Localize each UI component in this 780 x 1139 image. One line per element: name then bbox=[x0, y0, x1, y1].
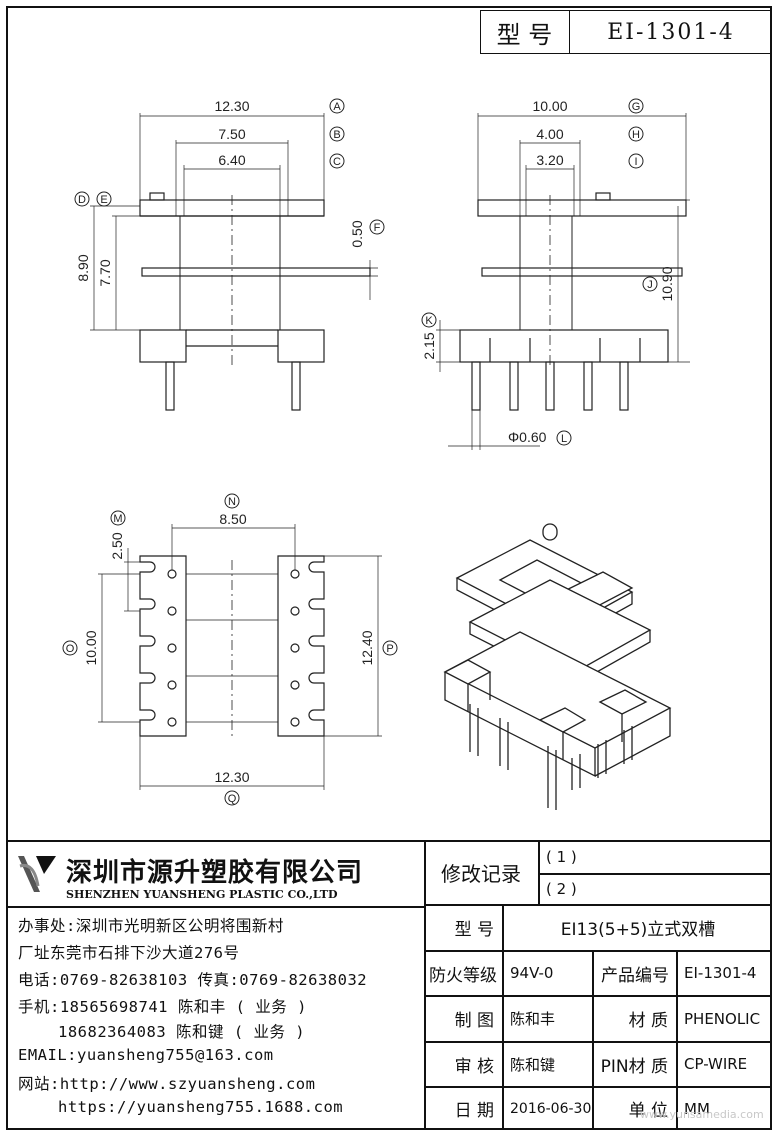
pin-material-value: CP-WIRE bbox=[684, 1055, 748, 1073]
date-value: 2016-06-30 bbox=[510, 1100, 592, 1117]
dim-n: 8.50 bbox=[219, 511, 246, 527]
tag-n: N bbox=[228, 496, 236, 508]
unit-value: MM bbox=[684, 1099, 710, 1118]
date-label: 日 期 bbox=[454, 1101, 494, 1121]
tb-line bbox=[502, 904, 504, 1130]
tb-line bbox=[538, 840, 540, 904]
dim-a: 12.30 bbox=[214, 98, 249, 114]
tb-line bbox=[538, 873, 772, 875]
technical-drawing: 12.30 7.50 6.40 8.90 7.70 0.50 10.00 4.0… bbox=[62, 98, 690, 810]
tag-c: C bbox=[333, 156, 341, 168]
watermark: www.yunsamedia.com bbox=[640, 1108, 764, 1121]
tb-line bbox=[424, 995, 772, 997]
tag-l: L bbox=[561, 433, 567, 445]
dim-i: 3.20 bbox=[536, 152, 563, 168]
header-model-value: EI-1301-4 bbox=[607, 19, 735, 45]
email[interactable]: EMAIL:yuansheng755@163.com bbox=[18, 1046, 274, 1064]
header-model-box bbox=[480, 10, 772, 54]
tag-p: P bbox=[386, 643, 393, 655]
company-divider bbox=[6, 906, 424, 908]
dim-g: 10.00 bbox=[532, 98, 567, 114]
tag-a: A bbox=[333, 101, 341, 113]
drawing-sheet bbox=[6, 6, 772, 1130]
dim-f: 0.50 bbox=[349, 220, 365, 247]
tag-f: F bbox=[374, 222, 381, 234]
bottom-view bbox=[98, 524, 382, 790]
dim-m: 2.50 bbox=[109, 532, 125, 559]
dim-h: 4.00 bbox=[536, 126, 563, 142]
tag-o: O bbox=[66, 643, 75, 655]
drawn-label: 制 图 bbox=[454, 1011, 494, 1031]
review-label: 审 核 bbox=[454, 1056, 494, 1077]
tb-line bbox=[424, 950, 772, 952]
phone-fax: 电话:0769-82638103 传真:0769-82638032 bbox=[18, 971, 368, 989]
title-block-divider bbox=[6, 840, 772, 842]
dim-b: 7.50 bbox=[218, 126, 245, 142]
revision-2: ( 2 ) bbox=[546, 880, 577, 898]
tb-line bbox=[592, 950, 594, 1130]
factory-address: 厂址东莞市石排下沙大道276号 bbox=[18, 944, 240, 962]
tag-h: H bbox=[632, 129, 640, 141]
isometric-view bbox=[443, 523, 672, 810]
dim-k: 2.15 bbox=[421, 332, 437, 359]
dim-o: 10.00 bbox=[83, 630, 99, 665]
tb-line bbox=[424, 1041, 772, 1043]
tag-g: G bbox=[632, 101, 641, 113]
tag-i: I bbox=[634, 156, 637, 168]
material-label: 材 质 bbox=[628, 1011, 668, 1031]
drawn-value: 陈和丰 bbox=[510, 1010, 556, 1028]
dim-de: 8.90 bbox=[75, 254, 91, 281]
pin-material-label: PIN材 质 bbox=[600, 1056, 668, 1077]
website-1[interactable]: 网站:http://www.szyuansheng.com bbox=[18, 1075, 316, 1093]
tb-line bbox=[424, 1086, 772, 1088]
fire-rating-label: 防火等级 bbox=[429, 965, 497, 986]
tag-k: K bbox=[425, 315, 433, 327]
company-logo bbox=[18, 856, 56, 892]
tag-d: D bbox=[78, 194, 86, 206]
material-value: PHENOLIC bbox=[684, 1009, 761, 1028]
company-name-en: SHENZHEN YUANSHENG PLASTIC CO.,LTD bbox=[66, 888, 338, 901]
mobile-1: 手机:18565698741 陈和丰 ( 业务 ) bbox=[18, 998, 307, 1016]
office-address: 办事处:深圳市光明新区公明将围新村 bbox=[18, 917, 284, 935]
tag-q: Q bbox=[228, 793, 237, 805]
unit-label: 单 位 bbox=[628, 1101, 668, 1121]
dim-j: 10.90 bbox=[659, 266, 675, 301]
dim-e: 7.70 bbox=[97, 259, 113, 286]
revision-1: ( 1 ) bbox=[546, 848, 577, 866]
header-model-label: 型 号 bbox=[480, 10, 570, 54]
mobile-2: 18682364083 陈和键 ( 业务 ) bbox=[58, 1023, 306, 1041]
product-no-value: EI-1301-4 bbox=[684, 964, 757, 982]
tag-j: J bbox=[647, 279, 653, 291]
review-value: 陈和键 bbox=[510, 1055, 556, 1074]
dim-q: 12.30 bbox=[214, 769, 249, 785]
website-2[interactable]: https://yuansheng755.1688.com bbox=[58, 1098, 344, 1116]
dim-l: Φ0.60 bbox=[508, 429, 547, 445]
tb-line bbox=[424, 904, 772, 906]
front-view bbox=[90, 113, 378, 411]
tb-line bbox=[676, 950, 678, 1130]
fire-rating-value: 94V-0 bbox=[510, 964, 554, 982]
dim-p: 12.40 bbox=[359, 630, 375, 665]
company-name-cn: 深圳市源升塑胶有限公司 bbox=[66, 858, 364, 888]
revision-label: 修改记录 bbox=[441, 861, 521, 886]
product-no-label: 产品编号 bbox=[601, 965, 669, 986]
model-value: EI13(5+5)立式双槽 bbox=[560, 920, 716, 940]
tag-m: M bbox=[113, 513, 122, 525]
title-block-vline bbox=[424, 840, 426, 1130]
dim-c: 6.40 bbox=[218, 152, 245, 168]
side-view bbox=[436, 113, 690, 450]
tag-b: B bbox=[333, 129, 340, 141]
tag-e: E bbox=[100, 194, 107, 206]
model-label: 型 号 bbox=[454, 920, 494, 940]
